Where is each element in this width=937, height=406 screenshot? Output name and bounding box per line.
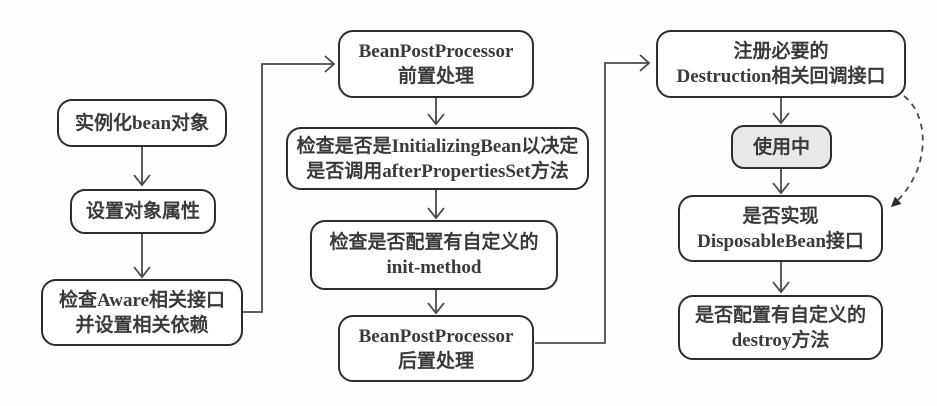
arrow-instantiate-to-set-properties xyxy=(133,147,151,187)
node-label: 实例化bean对象 xyxy=(74,112,210,134)
node-label: 前置处理 xyxy=(397,66,474,87)
node-label: 检查是否是InitializingBean以决定 xyxy=(296,135,579,157)
arrow-set-properties-to-check-aware xyxy=(133,234,151,279)
node-label: init-method xyxy=(386,257,482,278)
node-check-custom-init-method: 检查是否配置有自定义的 init-method xyxy=(310,220,558,290)
connector-bpp-after-to-register-destruction xyxy=(535,54,651,344)
node-label: 检查Aware相关接口 xyxy=(58,289,226,311)
node-check-initializingbean: 检查是否是InitializingBean以决定 是否调用afterProper… xyxy=(286,127,589,190)
node-label: 并设置相关依赖 xyxy=(75,314,209,336)
node-set-object-properties: 设置对象属性 xyxy=(70,189,216,234)
node-label: BeanPostProcessor xyxy=(358,41,514,62)
node-label: 使用中 xyxy=(752,136,810,158)
arrow-register-destruction-to-in-use xyxy=(772,98,790,125)
node-label: BeanPostProcessor xyxy=(358,325,514,347)
node-check-aware-interfaces: 检查Aware相关接口 并设置相关依赖 xyxy=(41,279,243,346)
node-beanpostprocessor-before: BeanPostProcessor 前置处理 xyxy=(338,30,534,98)
node-label: Destruction相关回调接口 xyxy=(676,66,886,87)
dashed-arrow-register-destruction-to-check-disposable xyxy=(890,95,924,208)
node-instantiate-bean: 实例化bean对象 xyxy=(57,99,227,147)
node-label: 注册必要的 xyxy=(733,41,829,62)
node-in-use: 使用中 xyxy=(731,125,832,169)
node-check-custom-destroy-method: 是否配置有自定义的 destroy方法 xyxy=(678,295,883,360)
node-label: 检查是否配置有自定义的 xyxy=(329,232,539,253)
node-label: 后置处理 xyxy=(397,350,474,372)
node-label: 设置对象属性 xyxy=(85,201,200,222)
arrow-bpp-before-to-check-initializing xyxy=(427,98,445,126)
node-check-disposablebean: 是否实现 DisposableBean接口 xyxy=(678,195,883,262)
arrow-check-initializing-to-init-method xyxy=(427,190,445,220)
arrow-in-use-to-check-disposable xyxy=(772,169,790,195)
node-label: destroy方法 xyxy=(731,329,830,351)
arrow-check-disposable-to-check-destroy xyxy=(772,262,790,294)
arrow-init-method-to-bpp-after xyxy=(427,290,445,315)
node-label: DisposableBean接口 xyxy=(697,230,864,252)
node-beanpostprocessor-after: BeanPostProcessor 后置处理 xyxy=(338,315,534,382)
node-label: 是否调用afterPropertiesSet方法 xyxy=(306,160,569,182)
node-register-destruction-callbacks: 注册必要的 Destruction相关回调接口 xyxy=(656,30,906,98)
node-label: 是否实现 xyxy=(742,205,819,227)
node-label: 是否配置有自定义的 xyxy=(694,304,866,326)
